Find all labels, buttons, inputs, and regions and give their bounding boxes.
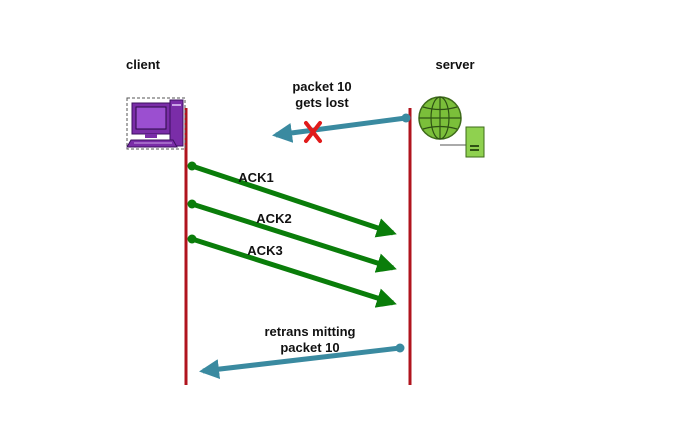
ack2-label: ACK2 (256, 211, 292, 226)
lost-packet-label-line2: gets lost (295, 95, 349, 110)
lost-x-icon (304, 121, 322, 143)
desktop-computer-icon (126, 97, 186, 150)
message-retransmit (199, 343, 405, 380)
ack1-label: ACK1 (238, 170, 274, 185)
message-ack3 (187, 234, 397, 308)
message-packet-lost (272, 113, 411, 143)
retransmit-label-line2: packet 10 (280, 340, 340, 355)
ack3-label: ACK3 (247, 243, 283, 258)
message-ack2 (187, 199, 397, 273)
client-label: client (126, 57, 160, 72)
retransmit-label-line1: retrans mitting (264, 324, 356, 339)
message-ack1 (187, 161, 397, 238)
globe-server-icon (418, 96, 485, 158)
lost-packet-label-line1: packet 10 (292, 79, 352, 94)
server-label: server (435, 57, 475, 72)
